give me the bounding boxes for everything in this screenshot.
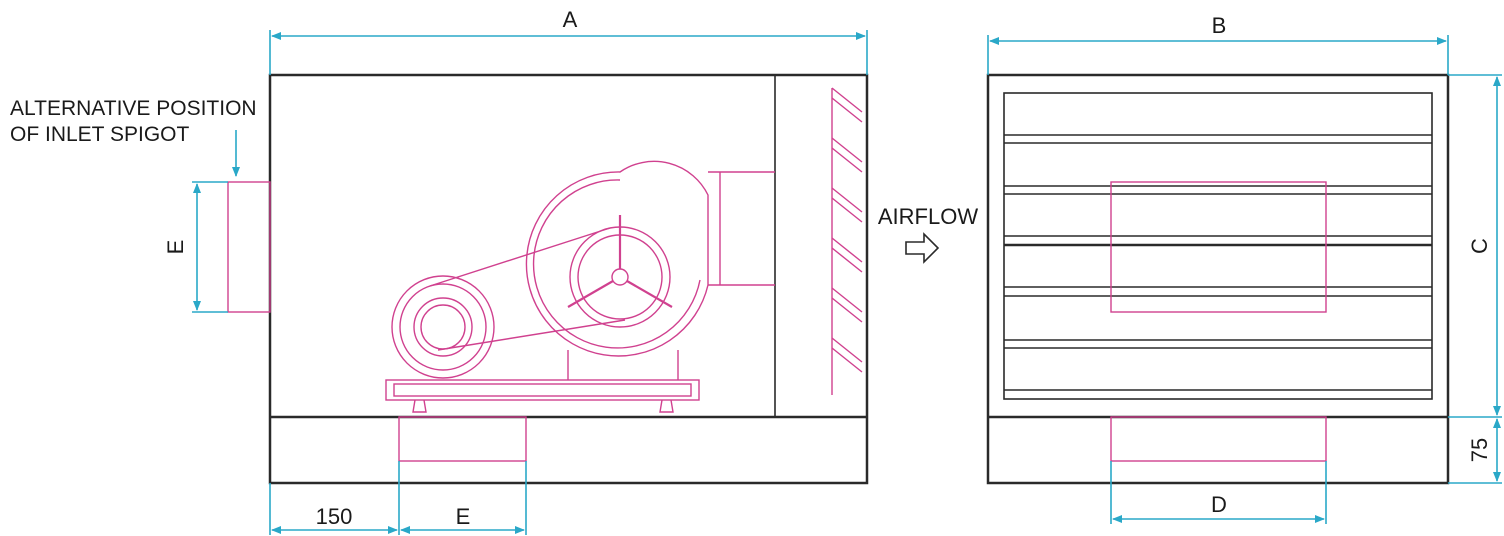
label-C: C bbox=[1467, 238, 1492, 254]
label-75: 75 bbox=[1467, 438, 1492, 462]
airflow-indicator: AIRFLOW bbox=[878, 204, 978, 264]
end-louvre-slats bbox=[1004, 134, 1432, 391]
drive-belt bbox=[429, 227, 626, 351]
label-A: A bbox=[563, 7, 578, 32]
side-inlet-spigot bbox=[227, 181, 271, 313]
side-view: A E ALTERNATIVE POSITION OF INLET SPIGOT… bbox=[10, 7, 869, 535]
end-fan-outlet bbox=[1110, 181, 1327, 313]
label-D: D bbox=[1211, 492, 1227, 517]
fan-housing bbox=[525, 160, 775, 380]
label-B: B bbox=[1212, 13, 1227, 38]
end-bottom-spigot bbox=[1110, 416, 1327, 462]
motor bbox=[391, 275, 495, 379]
alt-position-line1: ALTERNATIVE POSITION bbox=[10, 97, 257, 120]
airflow-label: AIRFLOW bbox=[878, 204, 978, 229]
end-casing bbox=[986, 73, 1450, 485]
side-casing bbox=[268, 73, 869, 485]
base-frame bbox=[385, 379, 700, 413]
bottom-inlet-spigot bbox=[398, 416, 527, 462]
louvre-blades bbox=[831, 87, 863, 395]
label-E-bottom: E bbox=[456, 504, 471, 529]
alt-position-line2: OF INLET SPIGOT bbox=[10, 123, 189, 146]
end-view: B C 75 D bbox=[986, 13, 1502, 524]
label-E-side: E bbox=[163, 240, 188, 255]
airflow-arrow-icon bbox=[905, 232, 940, 264]
label-150: 150 bbox=[316, 504, 353, 529]
